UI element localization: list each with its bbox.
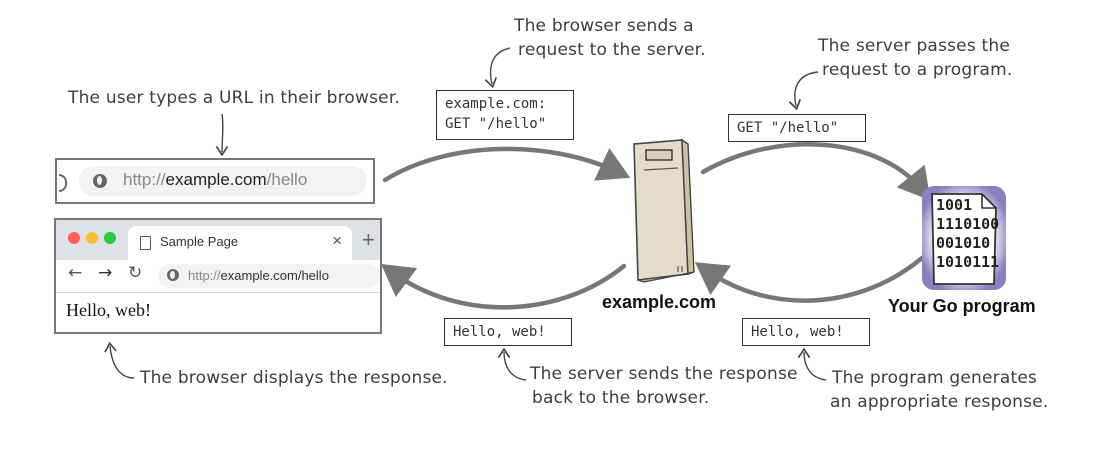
annotation-program-generates-line1: The program generates — [832, 368, 1038, 388]
program-document-icon — [922, 186, 1006, 290]
pointer-browser-sends — [484, 47, 511, 89]
url-bar[interactable]: http://example.com/hello — [79, 166, 367, 196]
server-tower-icon — [633, 138, 695, 283]
program-response-arrow — [694, 255, 925, 303]
annotation-program-generates-line2: an appropriate response. — [830, 392, 1049, 412]
annotation-browser-displays: The browser displays the response. — [140, 368, 448, 388]
program-bits-row: 1001 — [936, 196, 973, 214]
response-box-left: Hello, web! — [444, 318, 572, 346]
annotation-user-types: The user types a URL in their browser. — [68, 88, 401, 108]
globe-icon — [93, 174, 107, 188]
program-bits-row: 1010111 — [936, 253, 1000, 271]
response-box-right-text: Hello, web! — [751, 324, 844, 340]
forward-button[interactable]: → — [98, 263, 113, 283]
forward-arrow — [700, 142, 931, 201]
response-box-left-text: Hello, web! — [453, 324, 546, 340]
tab-sample-page[interactable]: Sample Page × — [128, 226, 352, 260]
forward-box-text: GET "/hello" — [737, 120, 839, 136]
address-bar[interactable]: http://example.com/hello — [158, 264, 380, 288]
browser-toolbar: ← → ↻ http://example.com/hello — [56, 260, 380, 293]
url-path: /hello — [266, 170, 308, 189]
reload-button[interactable]: ↻ — [128, 263, 143, 283]
page-icon — [140, 236, 151, 250]
close-window-button[interactable] — [68, 232, 80, 244]
annotation-browser-sends-line1: The browser sends a — [514, 16, 694, 36]
server-caption: example.com — [602, 292, 717, 312]
pointer-program-generates — [797, 347, 827, 381]
annotation-server-passes-line1: The server passes the — [818, 36, 1010, 56]
annotation-browser-sends-line2: request to the server. — [518, 40, 706, 60]
url-scheme: http:// — [123, 170, 166, 189]
annotation-server-sends-line1: The server sends the response — [530, 364, 798, 384]
forward-box: GET "/hello" — [728, 114, 866, 142]
program-bits-row: 1110100 — [936, 215, 1000, 233]
annotation-server-passes-line2: request to a program. — [822, 60, 1013, 80]
address-path: /hello — [297, 268, 329, 283]
reload-icon — [59, 174, 67, 192]
address-bar-text: http://example.com/hello — [188, 268, 329, 283]
request-arrow — [382, 146, 631, 183]
url-host: example.com — [165, 170, 267, 189]
new-tab-button[interactable]: + — [362, 227, 375, 252]
response-box-right: Hello, web! — [742, 318, 870, 346]
program-caption: Your Go program — [888, 296, 1036, 316]
pointer-user-types — [215, 113, 229, 157]
pointer-server-sends — [497, 347, 527, 381]
tab-strip: Sample Page × + — [56, 220, 380, 260]
program-bits: 1001 1110100 001010 1010111 — [936, 196, 999, 272]
url-bar-text: http://example.com/hello — [123, 170, 307, 190]
address-host: example.com — [220, 268, 298, 283]
globe-icon — [167, 269, 179, 281]
tab-title: Sample Page — [160, 234, 239, 249]
request-box-line2: GET "/hello" — [445, 116, 547, 132]
pointer-server-passes — [788, 71, 819, 111]
url-bar-frame: http://example.com/hello — [55, 158, 375, 204]
minimize-window-button[interactable] — [86, 232, 98, 244]
zoom-window-button[interactable] — [104, 232, 116, 244]
annotation-server-sends-line2: back to the browser. — [532, 388, 710, 408]
server-response-arrow — [381, 263, 627, 310]
request-box-line1: example.com: — [445, 96, 547, 112]
browser-window: Sample Page × + ← → ↻ http://example.com… — [54, 218, 382, 334]
program-bits-row: 001010 — [936, 234, 991, 252]
back-button[interactable]: ← — [68, 263, 83, 283]
tab-close-button[interactable]: × — [332, 231, 342, 250]
address-scheme: http:// — [188, 268, 221, 283]
pointer-browser-displays — [104, 341, 135, 379]
request-box: example.com: GET "/hello" — [436, 90, 574, 140]
page-content-text: Hello, web! — [66, 300, 151, 320]
